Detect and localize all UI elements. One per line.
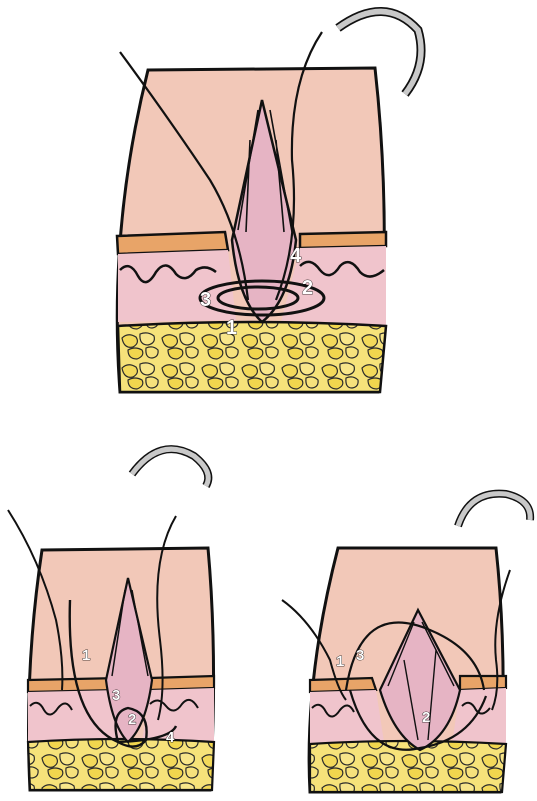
label-1-bottom-left: 1 (82, 647, 90, 664)
label-2-bottom-left: 2 (128, 711, 136, 728)
fat-layer-bottom-left (28, 739, 214, 790)
panel-top: 1 2 3 4 (117, 11, 421, 392)
label-3-bottom-left: 3 (112, 687, 120, 704)
panel-bottom-left: 1 2 3 4 (8, 449, 214, 790)
label-2-top: 2 (302, 277, 313, 299)
label-3-bottom-right: 3 (356, 647, 364, 664)
label-4-top: 4 (290, 245, 302, 267)
needle-icon-bottom-right-fill (458, 494, 530, 526)
label-4-bottom-left: 4 (166, 729, 175, 746)
label-2-bottom-right: 2 (422, 709, 430, 726)
fat-layer-top (118, 322, 386, 392)
label-1-bottom-right: 1 (336, 653, 344, 670)
panel-bottom-right: 1 2 3 (282, 494, 530, 792)
label-1-top: 1 (226, 317, 237, 339)
label-3-top: 3 (200, 289, 211, 311)
needle-icon-bottom-left (132, 449, 208, 486)
